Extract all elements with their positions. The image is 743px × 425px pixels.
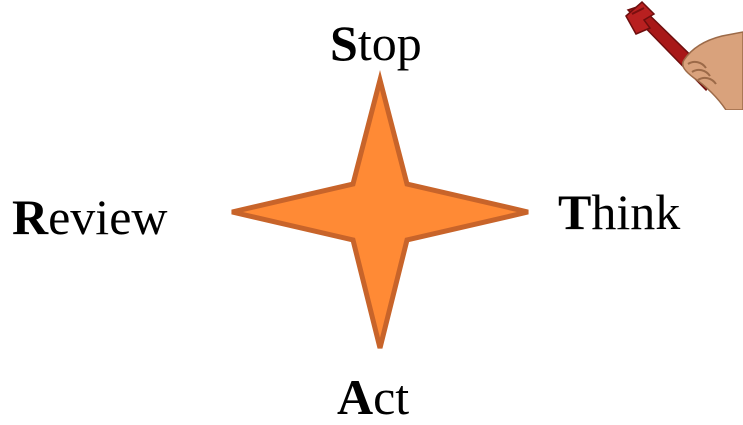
label-review-rest: eview xyxy=(48,189,167,245)
label-act-rest: ct xyxy=(373,369,409,425)
label-stop: Stop xyxy=(330,18,422,68)
label-act: Act xyxy=(337,372,409,422)
label-review-initial: R xyxy=(12,189,48,245)
label-think-initial: T xyxy=(558,184,591,240)
label-act-initial: A xyxy=(337,369,373,425)
wrench-in-hand-icon xyxy=(622,0,743,110)
label-stop-initial: S xyxy=(330,15,358,71)
label-think-rest: hink xyxy=(591,184,680,240)
label-stop-rest: top xyxy=(358,15,422,71)
label-review: Review xyxy=(12,192,168,242)
label-think: Think xyxy=(558,187,680,237)
